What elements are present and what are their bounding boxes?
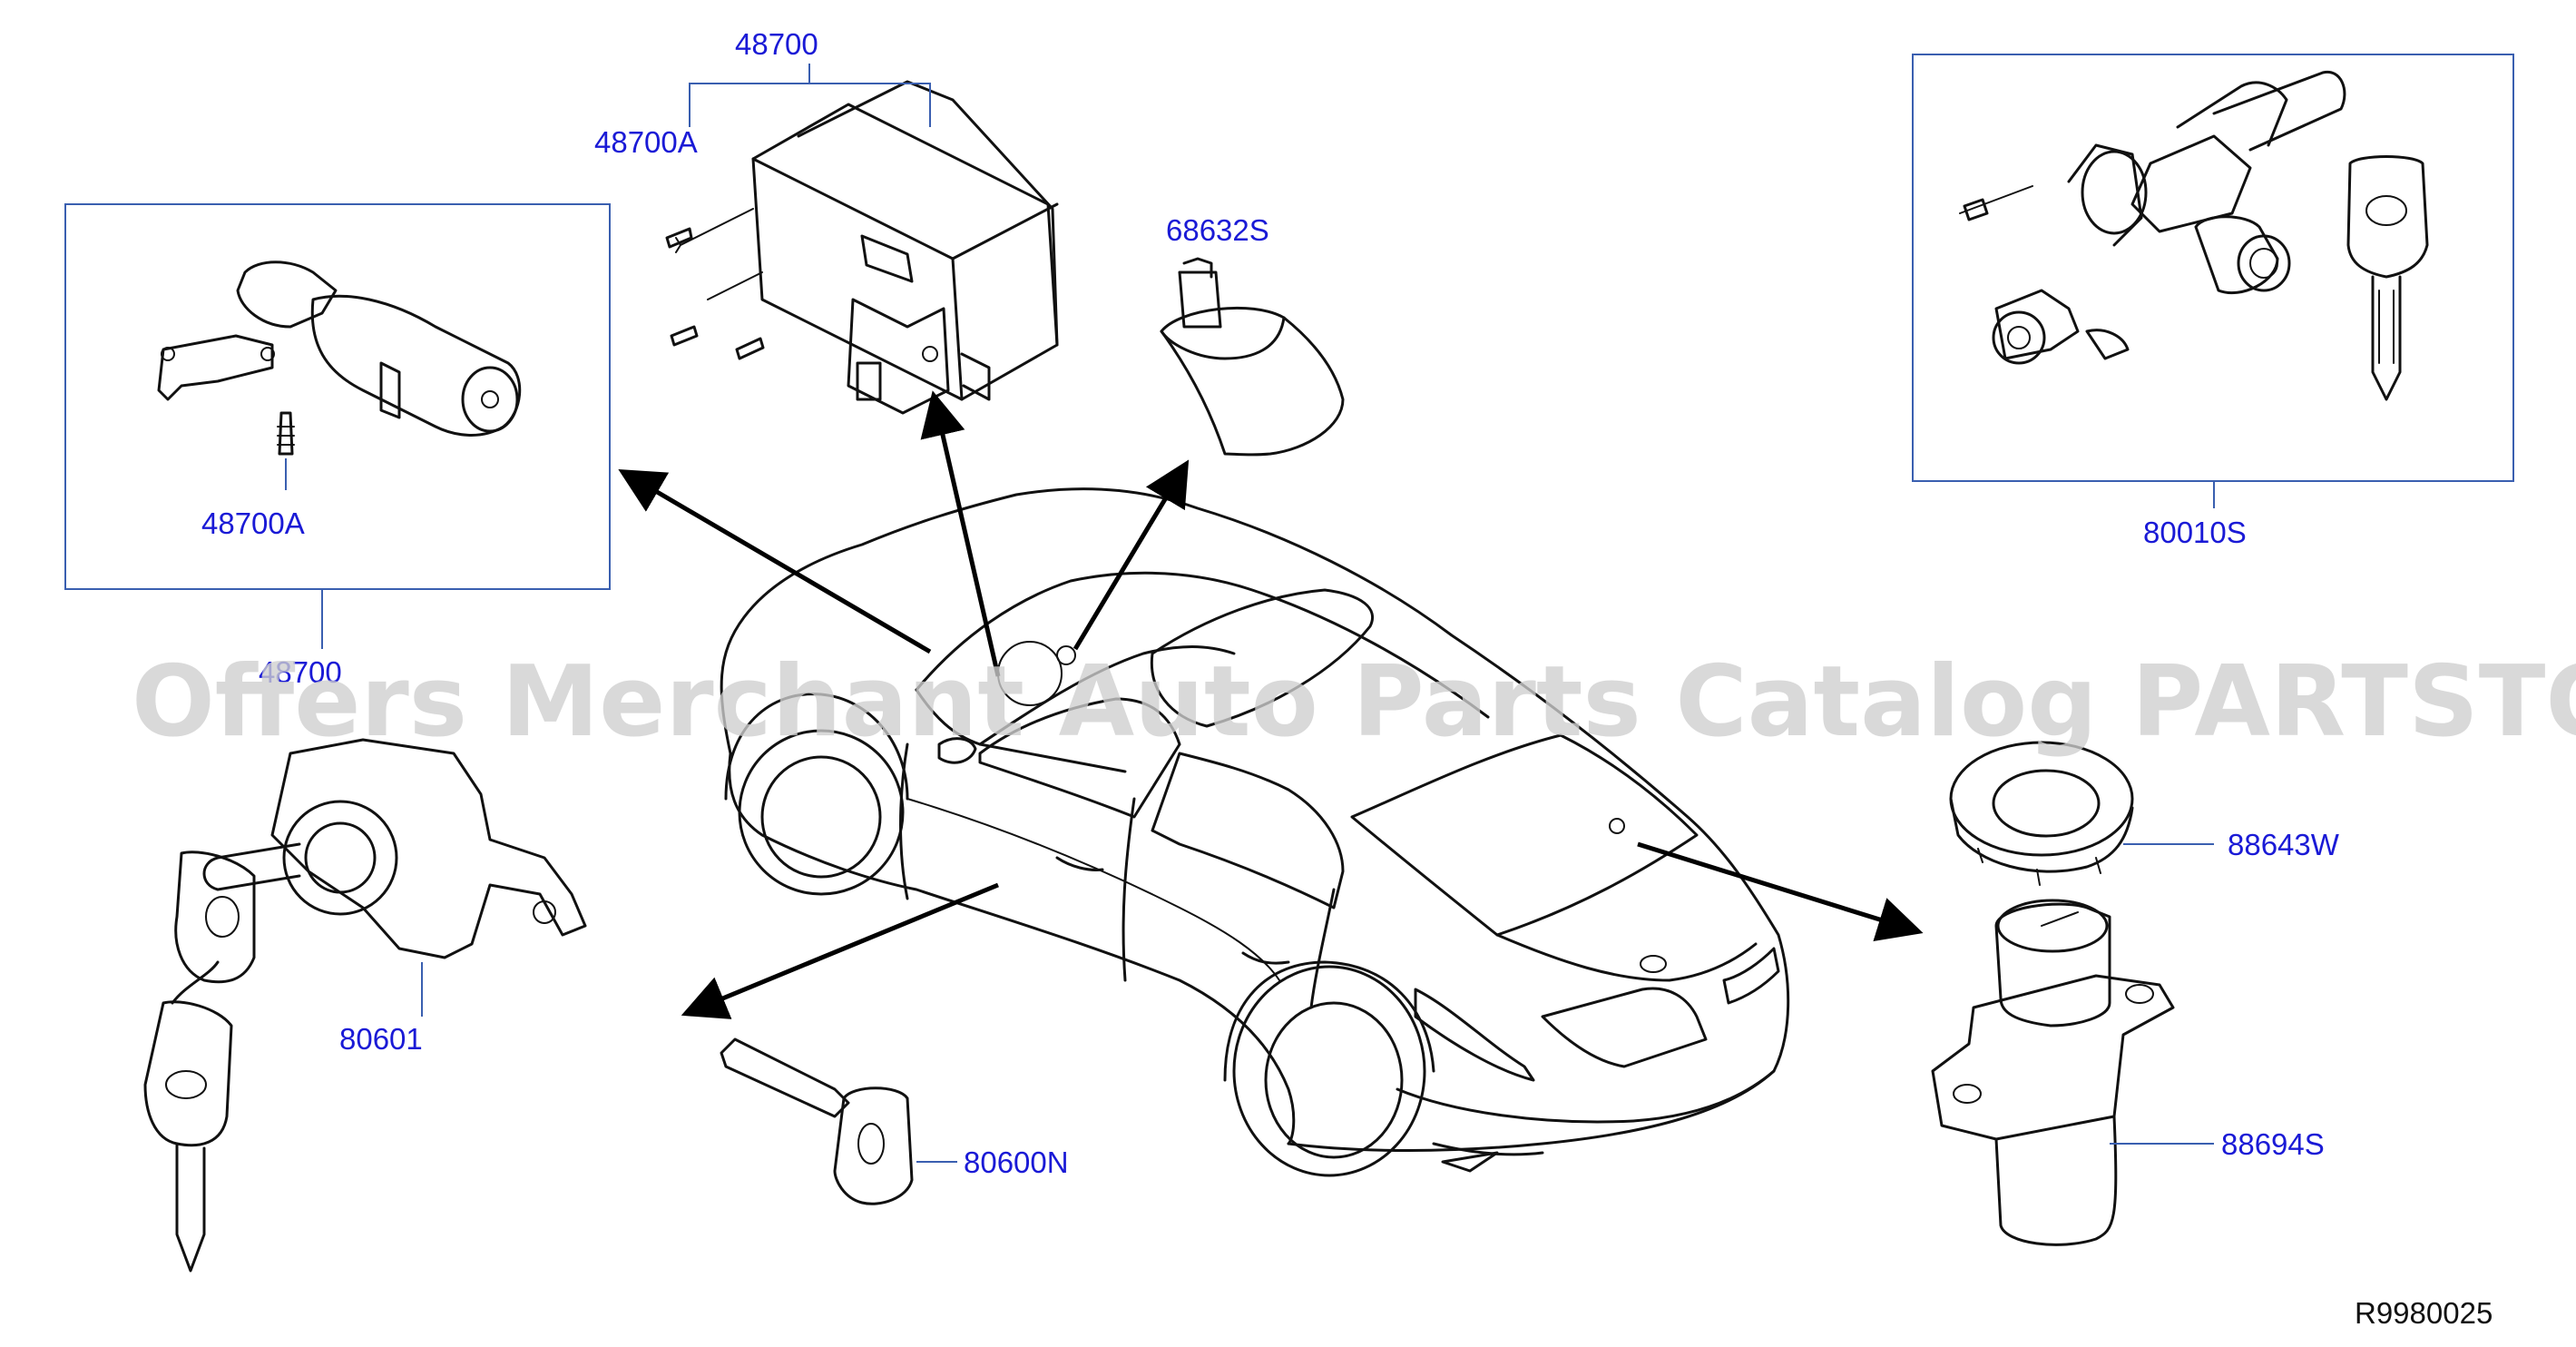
- callout-arrows: [618, 390, 1924, 1019]
- trunk-lock-cylinder: [1931, 899, 2175, 1246]
- diagram-reference-code: R9980025: [2355, 1296, 2493, 1330]
- ignition-module: [665, 80, 1059, 415]
- watermark-text: Offers Merchant Auto Parts Catalog PARTS…: [132, 645, 2576, 759]
- blank-key: [720, 1037, 914, 1205]
- label-48700a-top[interactable]: 48700A: [594, 125, 698, 159]
- steering-lock-detail-box: [64, 203, 611, 590]
- steering-lock-assembly: [157, 261, 522, 490]
- label-48700-top[interactable]: 48700: [735, 27, 818, 61]
- label-80600n[interactable]: 80600N: [964, 1145, 1069, 1179]
- label-88694s[interactable]: 88694S: [2221, 1127, 2325, 1161]
- sedan-illustration: [720, 487, 1790, 1177]
- label-88643w[interactable]: 88643W: [2228, 828, 2340, 861]
- door-lock-cylinder: [143, 738, 587, 1273]
- key-set-components: [1959, 70, 2429, 401]
- label-48700-box[interactable]: 48700: [259, 655, 342, 689]
- label-80601[interactable]: 80601: [339, 1022, 423, 1056]
- trunk-lock-bezel: [1949, 741, 2134, 886]
- label-80010s[interactable]: 80010S: [2143, 516, 2247, 549]
- ignition-knob-part: [1160, 257, 1345, 457]
- label-48700a-box[interactable]: 48700A: [201, 506, 305, 540]
- key-set-detail-box: [1912, 54, 2514, 482]
- label-68632s[interactable]: 68632S: [1166, 213, 1269, 247]
